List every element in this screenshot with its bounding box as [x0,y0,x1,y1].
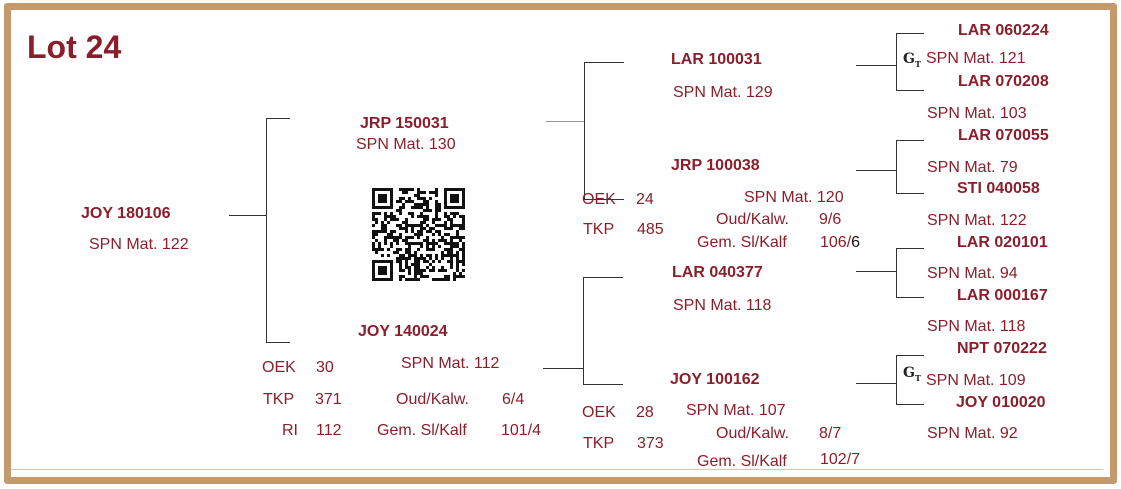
dd-tkp-label: TKP [583,435,615,452]
sire-id: JRP 150031 [360,115,449,132]
g3-3-id: LAR 070055 [958,127,1049,144]
dam-gem-label: Gem. Sl/Kalf [377,422,467,439]
gt-seal-icon: GT [903,51,921,69]
dam-oek-value: 30 [316,359,334,376]
sire-spn: SPN Mat. 130 [356,136,456,153]
g3-5-spn: SPN Mat. 94 [927,265,1018,282]
g3-7-spn: SPN Mat. 109 [926,372,1026,389]
dam-oud-label: Oud/Kalw. [396,391,469,408]
g3-5-id: LAR 020101 [957,234,1048,251]
g3-6-id: LAR 000167 [957,287,1048,304]
dam-tkp-value: 371 [315,391,342,408]
sd-gem-value: 106/6 [820,234,861,251]
connector-gen1-vertical [266,118,267,342]
connector-gen3a-vertical [896,33,897,90]
sd-oud-value: 9/6 [819,211,842,228]
dd-id: JOY 100162 [670,371,760,388]
connector-ss-out [856,65,896,66]
sd-oek-label: OEK [582,191,616,208]
ds-id: LAR 040377 [672,264,763,281]
lot-title: Lot 24 [27,29,122,65]
dam-ri-label: RI [282,422,298,439]
dam-gem-value: 101/4 [501,422,542,439]
dam-spn: SPN Mat. 112 [401,355,500,372]
sd-gem-label: Gem. Sl/Kalf [697,234,787,251]
g3-7-id: NPT 070222 [957,340,1047,357]
dam-tkp-label: TKP [263,391,295,408]
dam-oek-label: OEK [262,359,296,376]
g3-8-spn: SPN Mat. 92 [927,425,1018,442]
g3-1-spn: SPN Mat. 121 [926,50,1026,67]
ss-id: LAR 100031 [671,51,762,68]
animal-id: JOY 180106 [81,205,171,222]
dd-tkp-value: 373 [637,435,664,452]
g3-4-spn: SPN Mat. 122 [927,212,1027,229]
connector-sd [584,199,624,200]
dd-gem-value: 102/7 [820,451,861,468]
connector-ds [583,277,623,278]
animal-spn: SPN Mat. 122 [89,236,189,253]
connector-g3-5 [896,248,924,249]
connector-gen3b-vertical [896,140,897,193]
connector-g3-7 [896,355,924,356]
connector-ss [584,62,624,63]
sd-oud-label: Oud/Kalw. [716,211,789,228]
pedigree-card [4,3,1117,484]
dam-id: JOY 140024 [358,323,448,340]
dd-spn: SPN Mat. 107 [686,402,786,419]
dam-ri-value: 112 [316,422,342,439]
dam-oud-value: 6/4 [502,391,525,408]
connector-dam-out [543,368,583,369]
connector-g3-3 [896,140,924,141]
g3-8-id: JOY 010020 [956,394,1046,411]
sd-id: JRP 100038 [671,157,760,174]
connector-gen3c-vertical [896,248,897,297]
connector-dam [266,342,290,343]
connector-g3-6 [896,297,924,298]
ss-spn: SPN Mat. 129 [673,84,773,101]
dd-oek-value: 28 [636,404,654,421]
connector-gen3d-vertical [896,355,897,404]
g3-2-id: LAR 070208 [958,73,1049,90]
connector-animal [229,215,266,216]
g3-1-id: LAR 060224 [958,22,1049,39]
connector-ds-out [856,271,896,272]
sd-spn: SPN Mat. 120 [744,189,844,206]
connector-g3-4 [896,193,924,194]
connector-g3-8 [896,404,924,405]
connector-g3-2 [896,90,924,91]
sd-oek-value: 24 [636,191,654,208]
connector-gen2a-vertical [584,62,585,199]
sd-tkp-value: 485 [637,221,664,238]
dd-oud-value: 8/7 [819,425,842,442]
dd-oek-label: OEK [582,404,616,421]
connector-g3-1 [896,33,924,34]
connector-sd-out [856,170,896,171]
gt-seal-icon-2: GT [903,365,921,383]
bottom-rule [11,469,1103,470]
ds-spn: SPN Mat. 118 [673,297,772,314]
g3-4-id: STI 040058 [957,180,1040,197]
connector-dd [583,384,623,385]
connector-sire-out [546,121,584,122]
qr-code-icon [372,188,465,281]
connector-gen2b-vertical [583,277,584,384]
dd-gem-label: Gem. Sl/Kalf [697,453,787,470]
g3-6-spn: SPN Mat. 118 [927,318,1026,335]
dd-oud-label: Oud/Kalw. [716,425,789,442]
g3-3-spn: SPN Mat. 79 [927,159,1018,176]
g3-2-spn: SPN Mat. 103 [927,105,1027,122]
sd-tkp-label: TKP [583,221,615,238]
connector-dd-out [856,383,896,384]
connector-sire [266,118,290,119]
